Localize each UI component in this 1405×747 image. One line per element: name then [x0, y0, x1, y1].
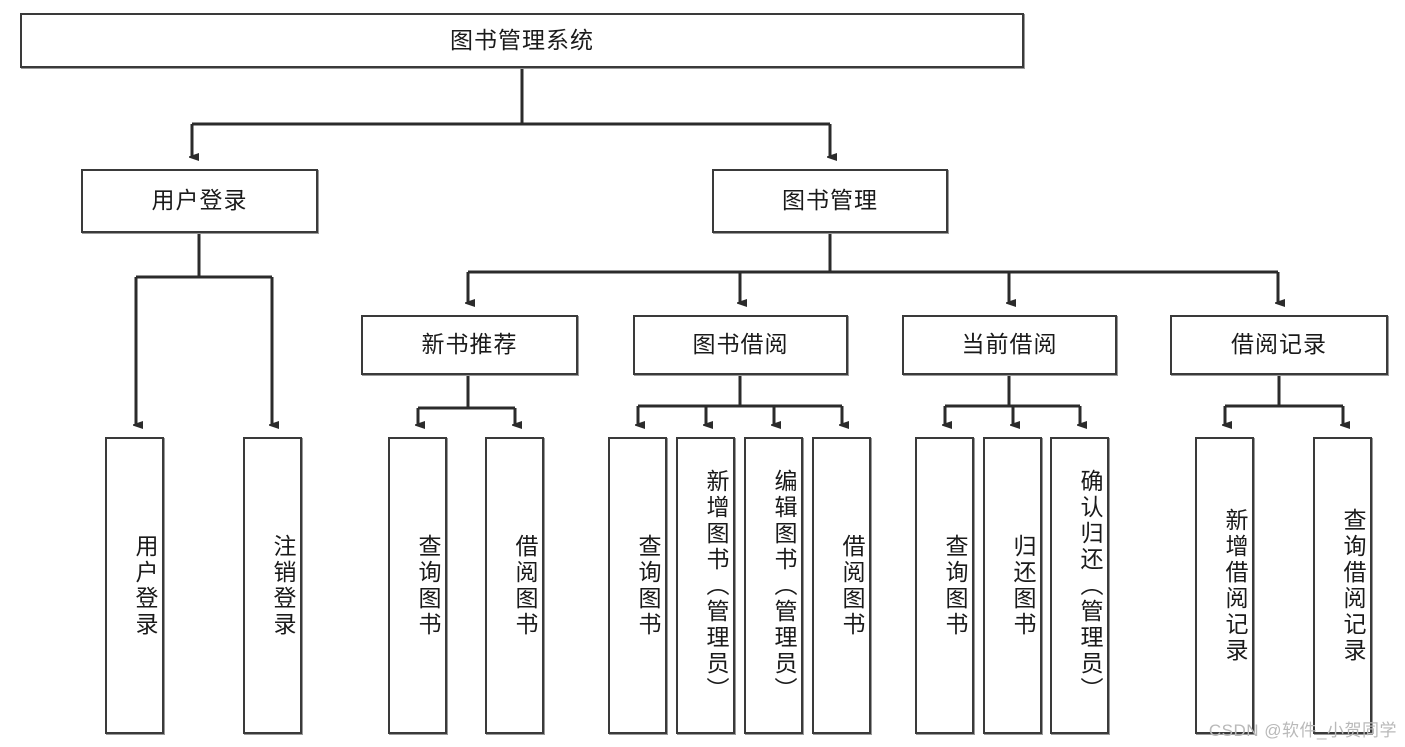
node-new-book-rec-label: 新书推荐	[421, 331, 518, 358]
leaf-add-record[interactable]: 新增借阅记录	[1195, 437, 1254, 734]
leaf-add-book[interactable]: 新增图书（管理员）	[676, 437, 735, 734]
leaf-query-book-rec[interactable]: 查询图书	[388, 437, 447, 734]
node-book-borrow[interactable]: 图书借阅	[633, 315, 848, 375]
leaf-query-book-cur[interactable]: 查询图书	[915, 437, 974, 734]
leaf-add-record-label: 新增借阅记录	[1222, 507, 1248, 664]
leaf-borrow-book-label: 借阅图书	[839, 533, 865, 638]
watermark-text: CSDN @软件_小贺同学	[1208, 721, 1397, 740]
leaf-query-record[interactable]: 查询借阅记录	[1313, 437, 1372, 734]
leaf-query-book-borrow-label: 查询图书	[635, 533, 661, 638]
node-user-login[interactable]: 用户登录	[81, 169, 318, 233]
node-book-manage-label: 图书管理	[782, 187, 878, 214]
leaf-edit-book[interactable]: 编辑图书（管理员）	[744, 437, 803, 734]
node-root-label: 图书管理系统	[450, 26, 594, 53]
leaf-user-login-label: 用户登录	[132, 533, 158, 638]
leaf-return-book-label: 归还图书	[1010, 533, 1036, 638]
leaf-query-book-rec-label: 查询图书	[415, 533, 441, 638]
leaf-add-book-label: 新增图书（管理员）	[703, 468, 729, 703]
leaf-user-login[interactable]: 用户登录	[105, 437, 164, 734]
node-new-book-rec[interactable]: 新书推荐	[361, 315, 578, 375]
leaf-query-book-borrow[interactable]: 查询图书	[608, 437, 667, 734]
leaf-confirm-return-label: 确认归还（管理员）	[1077, 468, 1103, 703]
leaf-confirm-return[interactable]: 确认归还（管理员）	[1050, 437, 1109, 734]
leaf-query-record-label: 查询借阅记录	[1340, 507, 1366, 664]
leaf-user-logout[interactable]: 注销登录	[243, 437, 302, 734]
leaf-edit-book-label: 编辑图书（管理员）	[771, 468, 797, 703]
node-book-manage[interactable]: 图书管理	[712, 169, 948, 233]
leaf-query-book-cur-label: 查询图书	[942, 533, 968, 638]
node-root[interactable]: 图书管理系统	[20, 13, 1024, 68]
leaf-borrow-book[interactable]: 借阅图书	[812, 437, 871, 734]
node-borrow-record-label: 借阅记录	[1231, 331, 1327, 358]
leaf-borrow-book-rec-label: 借阅图书	[512, 533, 538, 638]
node-current-borrow-label: 当前借阅	[961, 331, 1058, 358]
node-current-borrow[interactable]: 当前借阅	[902, 315, 1117, 375]
node-book-borrow-label: 图书借阅	[692, 331, 789, 358]
leaf-return-book[interactable]: 归还图书	[983, 437, 1042, 734]
node-borrow-record[interactable]: 借阅记录	[1170, 315, 1388, 375]
leaf-user-logout-label: 注销登录	[270, 533, 296, 638]
leaf-borrow-book-rec[interactable]: 借阅图书	[485, 437, 544, 734]
node-user-login-label: 用户登录	[151, 187, 248, 214]
